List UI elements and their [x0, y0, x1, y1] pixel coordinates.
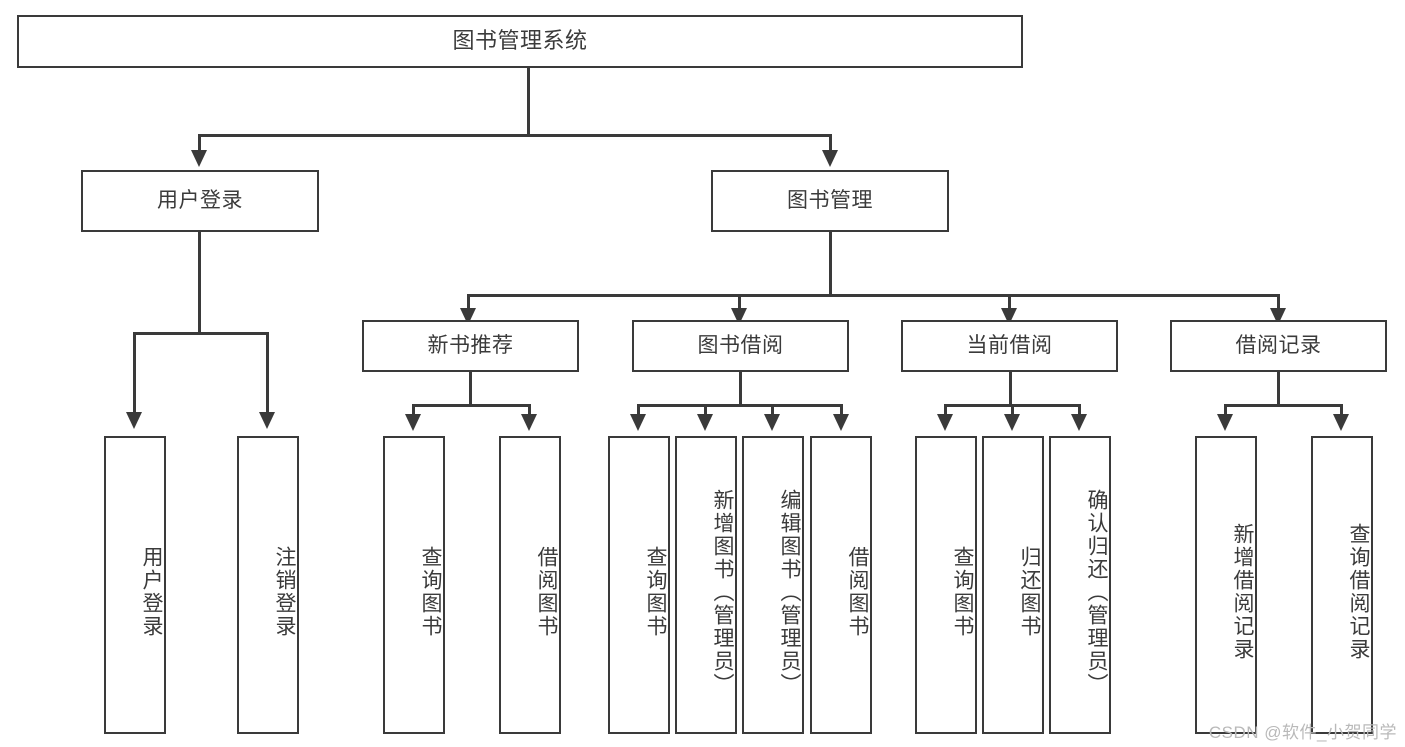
arrow-borrow-records-leaf-2: [1333, 414, 1349, 431]
arrow-root-to-user-login: [191, 150, 207, 167]
node-label: 查询图书: [644, 546, 667, 638]
node-label: 查询图书: [419, 546, 442, 638]
node-user-login[interactable]: 用户登录: [81, 170, 319, 232]
connector-book-borrow-bus: [637, 404, 843, 407]
node-label: 图书管理系统: [452, 28, 588, 54]
connector-root-bus: [198, 134, 832, 137]
connector-new-book-drop-2: [528, 404, 531, 418]
node-borrow-records[interactable]: 借阅记录: [1170, 320, 1387, 372]
leaf-current-borrow-query-book[interactable]: 查询图书: [915, 436, 977, 734]
connector-book-borrow-drop-3: [771, 404, 774, 418]
node-label: 图书管理: [787, 189, 873, 213]
arrow-user-login-leaf-2: [259, 412, 275, 429]
leaf-book-borrow-edit-book-admin[interactable]: 编辑图书（管理员）: [742, 436, 804, 734]
connector-user-login-drop-1: [133, 332, 136, 416]
connector-borrow-records-drop-2: [1340, 404, 1343, 418]
leaf-current-borrow-confirm-return-admin[interactable]: 确认归还（管理员）: [1049, 436, 1111, 734]
node-label: 新增借阅记录: [1231, 523, 1254, 661]
connector-root-to-book-manage: [829, 134, 832, 154]
arrow-book-borrow-leaf-4: [833, 414, 849, 431]
connector-book-manage-bus: [467, 294, 1280, 297]
connector-root-to-user-login: [198, 134, 201, 154]
node-label: 查询图书: [951, 546, 974, 638]
connector-book-borrow-drop-4: [840, 404, 843, 418]
arrow-new-book-leaf-2: [521, 414, 537, 431]
node-label: 归还图书: [1018, 546, 1041, 638]
leaf-book-borrow-query-book[interactable]: 查询图书: [608, 436, 670, 734]
node-label: 注销登录: [273, 546, 296, 638]
connector-current-borrow-drop-1: [944, 404, 947, 418]
connector-borrow-records-drop-1: [1224, 404, 1227, 418]
connector-new-book-stem: [469, 372, 472, 406]
arrow-new-book-leaf-1: [405, 414, 421, 431]
leaf-borrow-records-query-record[interactable]: 查询借阅记录: [1311, 436, 1373, 734]
connector-new-book-drop-1: [412, 404, 415, 418]
node-label: 图书借阅: [697, 334, 784, 358]
arrow-current-borrow-leaf-2: [1004, 414, 1020, 431]
node-label: 确认归还（管理员）: [1085, 488, 1108, 696]
node-label: 新书推荐: [427, 334, 514, 358]
connector-user-login-drop-2: [266, 332, 269, 416]
connector-book-borrow-drop-2: [704, 404, 707, 418]
arrow-current-borrow-leaf-3: [1071, 414, 1087, 431]
connector-user-login-bus: [133, 332, 269, 335]
connector-book-manage-drop-4: [1277, 294, 1280, 312]
node-label: 借阅图书: [535, 546, 558, 638]
leaf-user-login-logout[interactable]: 注销登录: [237, 436, 299, 734]
connector-borrow-records-stem: [1277, 372, 1280, 406]
connector-current-borrow-drop-2: [1011, 404, 1014, 418]
node-new-book-recommend[interactable]: 新书推荐: [362, 320, 579, 372]
connector-current-borrow-stem: [1009, 372, 1012, 406]
leaf-book-borrow-add-book-admin[interactable]: 新增图书（管理员）: [675, 436, 737, 734]
node-label: 借阅图书: [846, 546, 869, 638]
leaf-new-book-query-book[interactable]: 查询图书: [383, 436, 445, 734]
node-root-library-system[interactable]: 图书管理系统: [17, 15, 1023, 68]
connector-borrow-records-bus: [1224, 404, 1343, 407]
connector-book-borrow-stem: [739, 372, 742, 406]
leaf-user-login-login[interactable]: 用户登录: [104, 436, 166, 734]
arrow-book-borrow-leaf-1: [630, 414, 646, 431]
arrow-book-borrow-leaf-3: [764, 414, 780, 431]
leaf-book-borrow-borrow-book[interactable]: 借阅图书: [810, 436, 872, 734]
node-label: 编辑图书（管理员）: [778, 488, 801, 696]
arrow-user-login-leaf-1: [126, 412, 142, 429]
connector-book-manage-drop-3: [1008, 294, 1011, 312]
node-book-borrow[interactable]: 图书借阅: [632, 320, 849, 372]
connector-user-login-stem: [198, 232, 201, 334]
arrow-book-borrow-leaf-2: [697, 414, 713, 431]
arrow-current-borrow-leaf-1: [937, 414, 953, 431]
node-label: 当前借阅: [966, 334, 1053, 358]
leaf-new-book-borrow-book[interactable]: 借阅图书: [499, 436, 561, 734]
connector-current-borrow-drop-3: [1078, 404, 1081, 418]
node-label: 新增图书（管理员）: [711, 488, 734, 696]
node-label: 查询借阅记录: [1347, 523, 1370, 661]
arrow-root-to-book-manage: [822, 150, 838, 167]
node-current-borrow[interactable]: 当前借阅: [901, 320, 1118, 372]
node-label: 借阅记录: [1235, 334, 1322, 358]
connector-root-stem: [527, 68, 530, 136]
leaf-current-borrow-return-book[interactable]: 归还图书: [982, 436, 1044, 734]
node-label: 用户登录: [140, 546, 163, 638]
connector-book-borrow-drop-1: [637, 404, 640, 418]
connector-book-manage-drop-2: [738, 294, 741, 312]
arrow-borrow-records-leaf-1: [1217, 414, 1233, 431]
connector-new-book-bus: [412, 404, 531, 407]
node-book-management[interactable]: 图书管理: [711, 170, 949, 232]
node-label: 用户登录: [157, 189, 243, 213]
leaf-borrow-records-add-record[interactable]: 新增借阅记录: [1195, 436, 1257, 734]
connector-book-manage-stem: [829, 232, 832, 296]
connector-book-manage-drop-1: [467, 294, 470, 312]
